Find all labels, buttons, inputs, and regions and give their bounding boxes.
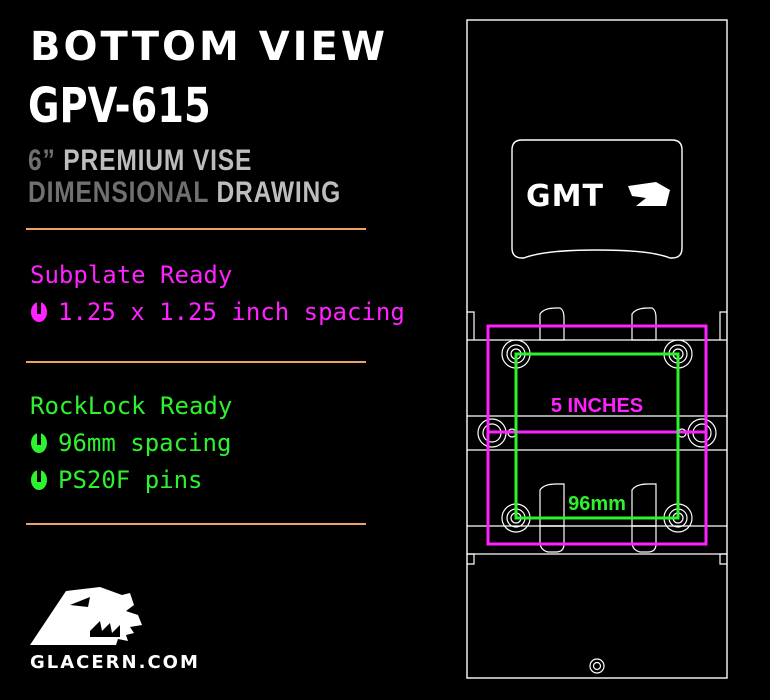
bottom-hole	[589, 658, 605, 674]
vise-size: 6”	[28, 144, 56, 177]
rocklock-pins: PS20F pins	[58, 466, 203, 494]
rocklock-spacing-row: 96mm spacing	[30, 428, 231, 458]
rocklock-spacing: 96mm spacing	[58, 429, 232, 457]
title-bottom-view: BOTTOM VIEW	[30, 24, 388, 70]
subplate-spacing-row: 1.25 x 1.25 inch spacing	[30, 297, 405, 327]
divider-rule-2	[26, 361, 366, 363]
subtitle-drawing: DRAWING	[216, 176, 342, 209]
vise-body-outline	[466, 19, 728, 679]
label-96mm: 96mm	[568, 493, 626, 515]
vise-type: PREMIUM VISE	[63, 144, 253, 177]
divider-rule-3	[26, 523, 366, 525]
bolt-hole-bullet-icon	[31, 302, 47, 322]
gmt-logo-text: GMT	[526, 179, 604, 214]
model-number: GPV-615	[28, 78, 211, 134]
rocklock-pins-row: PS20F pins	[30, 465, 203, 495]
gmt-dragon-mark-icon	[628, 182, 670, 206]
bottom-view-drawing: GMT 5 INCHES 96mm	[466, 19, 728, 679]
rocklock-title: RockLock Ready	[30, 392, 233, 420]
bolt-hole-bullet-icon	[31, 470, 47, 490]
subplate-spacing-square	[486, 324, 708, 546]
glacern-dragon-logo-icon	[30, 587, 142, 645]
subtitle-dimensional: DIMENSIONAL	[28, 176, 209, 209]
subtitle-line-2: DIMENSIONAL DRAWING	[28, 176, 341, 210]
website-url: GLACERN.COM	[30, 652, 200, 673]
subtitle-line-1: 6” PREMIUM VISE	[28, 144, 252, 178]
rocklock-spacing-square	[514, 352, 680, 520]
subplate-spacing: 1.25 x 1.25 inch spacing	[58, 298, 405, 326]
bolt-hole-bullet-icon	[31, 433, 47, 453]
label-5-inches: 5 INCHES	[551, 395, 643, 417]
divider-rule-1	[26, 228, 366, 230]
logo-plate-outline	[511, 139, 683, 259]
subplate-title: Subplate Ready	[30, 261, 233, 289]
